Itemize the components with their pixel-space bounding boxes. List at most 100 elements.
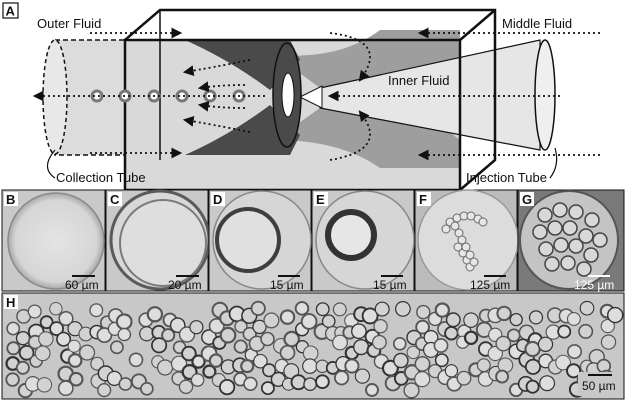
droplet [243,376,258,391]
panel-d-letter: D [213,192,222,207]
droplet [253,353,268,369]
droplet [89,303,104,318]
panel-b-letter: B [6,192,15,207]
droplet [509,312,523,327]
droplet [79,344,96,361]
droplet [445,312,461,328]
droplet [600,318,615,334]
panel-b: B 60 µm [1,189,106,292]
panel-c-scale: 20 µm [168,278,202,292]
panel-e: E 15 µm [311,189,415,292]
droplet [302,358,318,374]
droplet [395,301,411,317]
droplet [433,338,449,353]
panel-h: H 50 µm [1,292,625,400]
droplet [208,317,225,334]
panel-c-letter: C [110,192,120,207]
droplet [279,344,296,361]
droplet [476,358,491,373]
droplet [170,355,188,372]
droplet [38,331,54,347]
droplet [263,312,280,329]
droplet [528,310,544,325]
droplet [219,378,236,396]
panel-g-scale: 125 µm [574,278,614,292]
droplet [57,380,74,397]
panel-f-inner-cluster [441,211,488,272]
droplet [578,323,594,339]
droplet [118,377,133,391]
outer-fluid-label: Outer Fluid [37,16,101,31]
injection-tube-end [534,39,556,151]
droplet [68,371,84,387]
droplet [315,374,330,390]
droplet [262,363,277,378]
droplet [208,353,224,368]
droplet [18,344,35,361]
droplet [97,383,112,398]
panel-h-scale: 50 µm [582,379,616,393]
collection-tube-leader [46,149,56,179]
collection-tube-end [42,39,68,155]
droplet [49,302,63,316]
panel-d-scale: 15 µm [270,278,304,292]
droplet [202,364,217,379]
droplet [161,328,176,343]
droplet [353,339,370,356]
droplet [321,314,336,329]
droplet [15,331,31,346]
panel-f-scale: 125 µm [470,278,510,292]
droplet [344,358,360,374]
flow-arrows [32,27,600,161]
droplet [406,345,420,360]
panel-g-letter: G [522,192,532,207]
droplet [579,300,595,316]
droplet [290,374,307,391]
panel-f: F 125 µm [414,189,519,292]
droplet [525,379,540,394]
droplet [607,306,624,324]
droplet [557,324,572,339]
droplet [496,305,512,322]
droplet [566,363,582,379]
droplet [392,336,407,351]
droplet [365,383,379,397]
outer-fluid-dark-lower [185,105,300,155]
droplet [34,345,51,362]
injection-tube-label: Injection Tube [466,170,547,185]
droplet [434,353,449,368]
droplet [566,312,581,326]
droplet [414,355,431,372]
panel-c: C 20 µm [105,189,211,292]
collection-tube-label: Collection Tube [56,170,146,185]
droplet [539,375,556,392]
droplet [300,313,318,330]
droplet [414,371,431,388]
panel-h-letter: H [6,295,15,310]
droplet [463,330,479,345]
droplet [444,325,459,341]
droplet [524,358,542,375]
injection-taper [298,85,323,109]
droplet [191,354,206,369]
droplet [178,379,194,395]
droplet [49,321,64,337]
panel-a-schematic: A Outer Fluid Middle Fluid Inner Fluid C… [2,2,600,192]
droplet [415,319,430,335]
droplet [128,352,144,368]
droplet [555,354,571,371]
panel-a-letter: A [6,4,16,19]
droplet [456,370,472,386]
droplet [115,313,133,331]
droplet [56,331,72,347]
droplet [315,302,330,317]
droplet [5,372,20,387]
panel-e-scale: 15 µm [373,278,407,292]
droplet [361,307,379,325]
droplet [234,319,248,334]
droplet [434,302,450,318]
droplet [110,340,124,355]
droplet [189,320,204,335]
droplet [140,381,154,396]
